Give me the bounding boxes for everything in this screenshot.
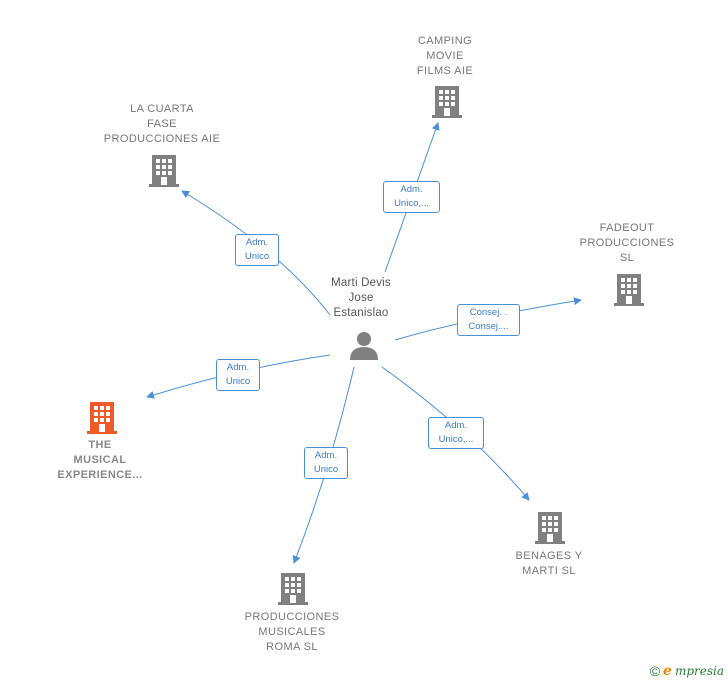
company-name-benages[interactable]: BENAGES Y MARTI SL <box>515 550 583 577</box>
building-icon-highlight[interactable] <box>87 400 117 439</box>
company-name-musical[interactable]: THE MUSICAL EXPERIENCE... <box>57 439 143 481</box>
company-name-lacuarta[interactable]: LA CUARTA FASE PRODUCCIONES AIE <box>103 103 221 145</box>
building-icon[interactable] <box>149 153 179 192</box>
brand-logo-initial: e <box>663 663 672 679</box>
center-person-name[interactable]: Marti Devis Jose Estanislao <box>331 277 391 319</box>
edge-label-fadeout[interactable]: Consej. . Consej.... <box>457 304 520 336</box>
edge-label-camping[interactable]: Adm. Unico,... <box>383 181 440 213</box>
edge-label-lacuarta[interactable]: Adm. Unico <box>235 234 279 266</box>
edge-label-benages[interactable]: Adm. Unico,... <box>428 417 484 449</box>
company-name-fadeout[interactable]: FADEOUT PRODUCCIONES SL <box>579 222 675 264</box>
building-icon[interactable] <box>278 571 308 610</box>
brand-logo-text: mpresia <box>674 664 724 678</box>
edge-label-musical[interactable]: Adm. Unico <box>216 359 260 391</box>
person-icon[interactable] <box>349 330 379 365</box>
company-name-roma[interactable]: PRODUCCIONES MUSICALES ROMA SL <box>244 611 340 653</box>
company-name-camping[interactable]: CAMPING MOVIE FILMS AIE <box>416 35 474 77</box>
edge-label-roma[interactable]: Adm. Unico <box>304 447 348 479</box>
building-icon[interactable] <box>614 272 644 311</box>
copyright-symbol: © <box>649 663 661 679</box>
building-icon[interactable] <box>535 510 565 549</box>
building-icon[interactable] <box>432 84 462 123</box>
